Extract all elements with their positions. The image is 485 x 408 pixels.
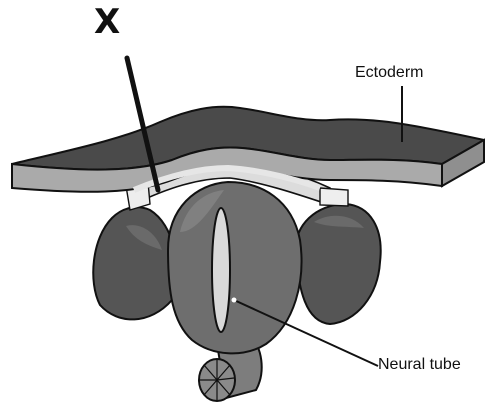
neural-tube: [168, 182, 302, 353]
label-neural-tube: Neural tube: [378, 356, 461, 374]
neural-tube-pointer-dot: [232, 298, 237, 303]
inner-layer-right-end: [320, 188, 348, 206]
left-somite: [93, 207, 176, 319]
neural-canal: [212, 208, 230, 332]
label-x: X: [94, 2, 120, 42]
label-ectoderm: Ectoderm: [355, 64, 423, 82]
